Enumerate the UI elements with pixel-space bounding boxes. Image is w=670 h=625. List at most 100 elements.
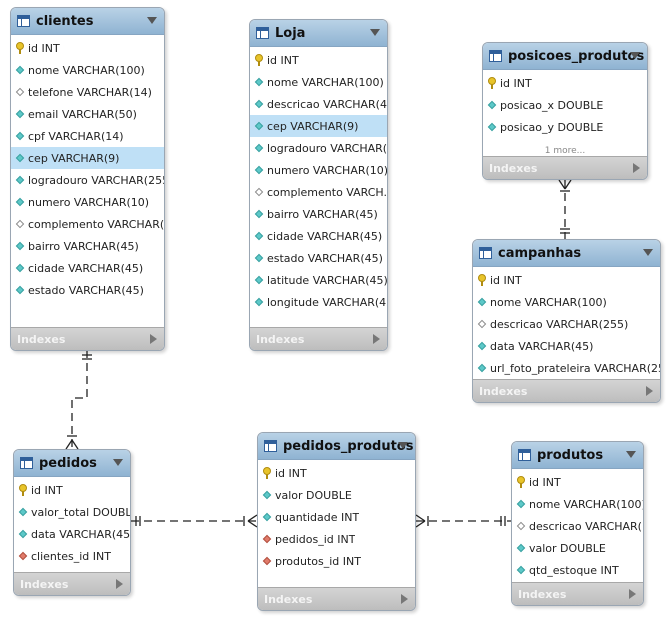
column-row[interactable]: nome VARCHAR(100) bbox=[11, 59, 164, 81]
expand-arrow-icon[interactable] bbox=[629, 589, 636, 599]
expand-arrow-icon[interactable] bbox=[373, 334, 380, 344]
column-row[interactable]: bairro VARCHAR(45) bbox=[250, 203, 387, 225]
collapse-arrow-icon[interactable] bbox=[398, 442, 408, 449]
column-row[interactable]: pedidos_id INT bbox=[258, 528, 415, 550]
entity-header[interactable]: clientes bbox=[11, 8, 164, 35]
primary-key-icon bbox=[477, 274, 486, 286]
column-row[interactable]: id INT bbox=[483, 72, 647, 94]
column-row[interactable]: descricao VARCHAR(... bbox=[512, 515, 643, 537]
entity-header[interactable]: Loja bbox=[250, 20, 387, 47]
entity-title: produtos bbox=[537, 447, 604, 463]
column-diamond-icon bbox=[254, 297, 263, 307]
collapse-arrow-icon[interactable] bbox=[643, 249, 653, 256]
column-row[interactable]: cidade VARCHAR(45) bbox=[250, 225, 387, 247]
column-row[interactable]: descricao VARCHAR(45) bbox=[250, 93, 387, 115]
column-row[interactable]: valor DOUBLE bbox=[258, 484, 415, 506]
entity-header[interactable]: pedidos bbox=[14, 450, 130, 477]
column-row[interactable]: valor_total DOUBLE bbox=[14, 501, 130, 523]
column-label: produtos_id INT bbox=[275, 554, 361, 568]
collapse-arrow-icon[interactable] bbox=[630, 52, 640, 59]
column-row[interactable]: descricao VARCHAR(255) bbox=[473, 313, 660, 335]
column-row[interactable]: id INT bbox=[250, 49, 387, 71]
column-row[interactable]: data VARCHAR(45) bbox=[473, 335, 660, 357]
entity-header[interactable]: campanhas bbox=[473, 240, 660, 267]
expand-arrow-icon[interactable] bbox=[150, 334, 157, 344]
column-diamond-icon bbox=[254, 143, 263, 153]
column-label: id INT bbox=[267, 53, 299, 67]
expand-arrow-icon[interactable] bbox=[401, 594, 408, 604]
column-diamond-icon bbox=[477, 363, 486, 373]
column-row[interactable]: longitude VARCHAR(45) bbox=[250, 291, 387, 313]
indexes-section[interactable]: Indexes bbox=[14, 572, 130, 595]
column-row[interactable]: posicao_y DOUBLE bbox=[483, 116, 647, 138]
column-row[interactable]: cidade VARCHAR(45) bbox=[11, 257, 164, 279]
entity-header[interactable]: pedidos_produtos bbox=[258, 433, 415, 460]
column-row[interactable]: id INT bbox=[258, 462, 415, 484]
column-label: longitude VARCHAR(45) bbox=[267, 295, 387, 309]
indexes-section[interactable]: Indexes bbox=[473, 379, 660, 402]
column-row[interactable]: logradouro VARCHAR(... bbox=[250, 137, 387, 159]
column-row[interactable]: quantidade INT bbox=[258, 506, 415, 528]
column-row[interactable]: id INT bbox=[14, 479, 130, 501]
column-row[interactable]: posicao_x DOUBLE bbox=[483, 94, 647, 116]
column-row[interactable]: produtos_id INT bbox=[258, 550, 415, 572]
column-row[interactable]: bairro VARCHAR(45) bbox=[11, 235, 164, 257]
entity-title: pedidos_produtos bbox=[283, 438, 414, 454]
nullable-column-diamond-icon bbox=[15, 87, 24, 97]
column-row[interactable]: cpf VARCHAR(14) bbox=[11, 125, 164, 147]
indexes-section[interactable]: Indexes bbox=[258, 587, 415, 610]
column-row[interactable]: nome VARCHAR(100) bbox=[473, 291, 660, 313]
column-row[interactable]: id INT bbox=[512, 471, 643, 493]
column-diamond-icon bbox=[15, 131, 24, 141]
column-row[interactable]: qtd_estoque INT bbox=[512, 559, 643, 581]
expand-arrow-icon[interactable] bbox=[646, 386, 653, 396]
indexes-section[interactable]: Indexes bbox=[483, 156, 647, 179]
column-row[interactable]: estado VARCHAR(45) bbox=[250, 247, 387, 269]
column-row[interactable]: numero VARCHAR(10) bbox=[11, 191, 164, 213]
column-row[interactable]: estado VARCHAR(45) bbox=[11, 279, 164, 301]
column-row[interactable]: id INT bbox=[473, 269, 660, 291]
column-row[interactable]: cep VARCHAR(9) bbox=[250, 115, 387, 137]
collapse-arrow-icon[interactable] bbox=[147, 17, 157, 24]
column-row[interactable]: valor DOUBLE bbox=[512, 537, 643, 559]
entity-header[interactable]: produtos bbox=[512, 442, 643, 469]
column-row[interactable]: url_foto_prateleira VARCHAR(255) bbox=[473, 357, 660, 379]
column-row[interactable]: clientes_id INT bbox=[14, 545, 130, 567]
entity-loja[interactable]: Loja id INT nome VARCHAR(100)descricao VA… bbox=[249, 19, 388, 351]
nullable-column-diamond-icon bbox=[15, 219, 24, 229]
column-label: cidade VARCHAR(45) bbox=[28, 261, 144, 275]
collapse-arrow-icon[interactable] bbox=[626, 451, 636, 458]
entity-posicoes-produtos[interactable]: posicoes_produtos id INT posicao_x DOUBLE… bbox=[482, 42, 648, 180]
column-row[interactable]: complemento VARCH... bbox=[250, 181, 387, 203]
expand-arrow-icon[interactable] bbox=[633, 163, 640, 173]
indexes-section[interactable]: Indexes bbox=[512, 582, 643, 605]
indexes-section[interactable]: Indexes bbox=[250, 327, 387, 350]
expand-arrow-icon[interactable] bbox=[116, 579, 123, 589]
column-diamond-icon bbox=[477, 297, 486, 307]
entity-header[interactable]: posicoes_produtos bbox=[483, 43, 647, 70]
column-row[interactable]: latitude VARCHAR(45) bbox=[250, 269, 387, 291]
column-row[interactable]: nome VARCHAR(100) bbox=[512, 493, 643, 515]
column-row[interactable]: telefone VARCHAR(14) bbox=[11, 81, 164, 103]
column-row[interactable]: id INT bbox=[11, 37, 164, 59]
column-row[interactable]: data VARCHAR(45) bbox=[14, 523, 130, 545]
indexes-section[interactable]: Indexes bbox=[11, 327, 164, 350]
column-label: posicao_x DOUBLE bbox=[500, 98, 604, 112]
column-row[interactable]: cep VARCHAR(9) bbox=[11, 147, 164, 169]
column-row[interactable]: numero VARCHAR(10) bbox=[250, 159, 387, 181]
column-row[interactable]: logradouro VARCHAR(255) bbox=[11, 169, 164, 191]
collapse-arrow-icon[interactable] bbox=[370, 29, 380, 36]
collapse-arrow-icon[interactable] bbox=[113, 459, 123, 466]
column-label: data VARCHAR(45) bbox=[490, 339, 594, 353]
column-row[interactable]: nome VARCHAR(100) bbox=[250, 71, 387, 93]
more-columns-link[interactable]: 1 more... bbox=[544, 146, 586, 156]
column-row[interactable]: email VARCHAR(50) bbox=[11, 103, 164, 125]
column-list: id INT nome VARCHAR(100)descricao VARCHAR… bbox=[250, 47, 387, 319]
column-row[interactable]: complemento VARCHAR(... bbox=[11, 213, 164, 235]
